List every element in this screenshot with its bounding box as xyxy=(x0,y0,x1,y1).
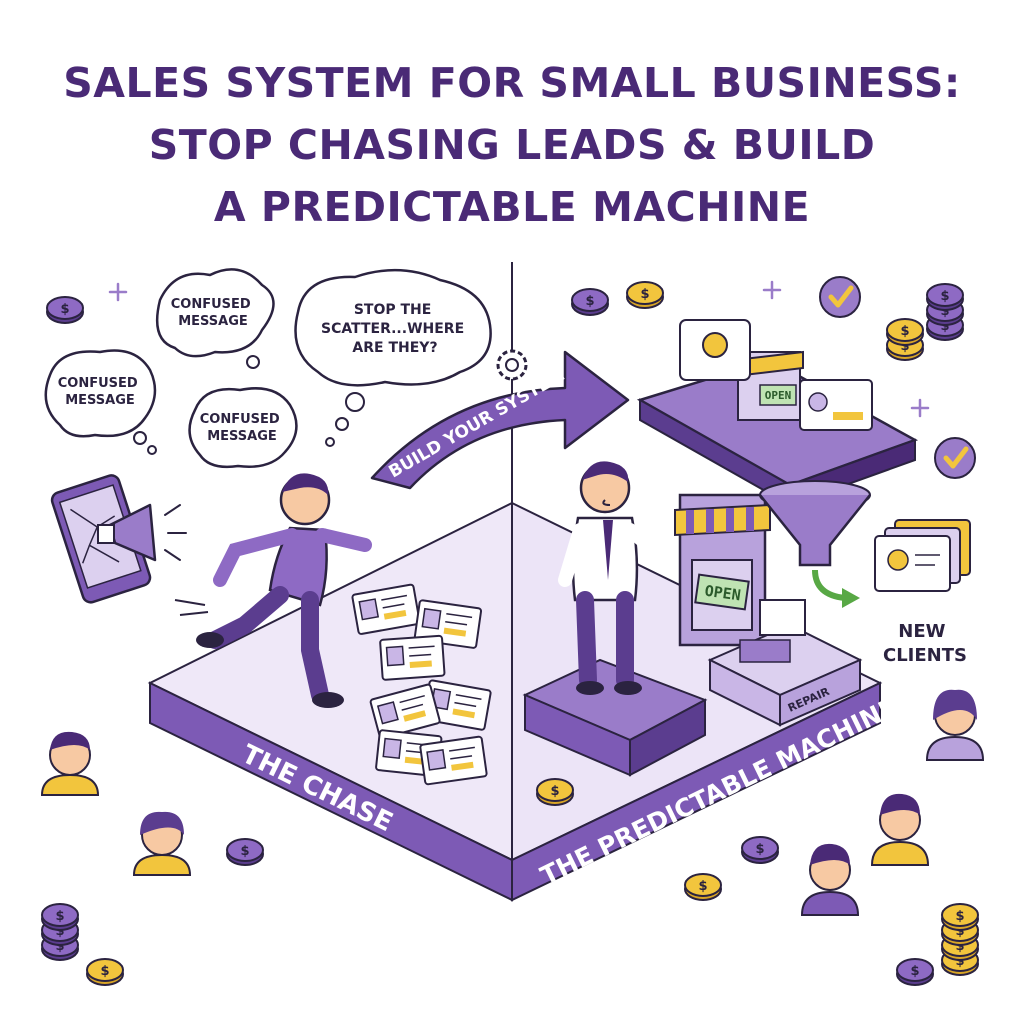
coin-icon xyxy=(46,296,84,324)
lightbulb-icon xyxy=(702,332,728,358)
avatar xyxy=(925,689,985,761)
plus-icon xyxy=(910,398,930,418)
avatar xyxy=(870,793,930,866)
plus-icon xyxy=(108,282,128,302)
thought-line-1: STOP THE xyxy=(354,302,432,318)
shop-open-sign: OPEN xyxy=(704,582,742,605)
bubble-3-line-2: MESSAGE xyxy=(207,429,277,444)
coin-icon xyxy=(571,288,609,316)
svg-text:STOP THE SCATTER...WHERE: STOP THE SCATTER...WHERE ARE THEY? xyxy=(321,302,469,356)
bubble-1-line-2: MESSAGE xyxy=(178,314,248,329)
check-icon xyxy=(820,277,860,317)
funnel xyxy=(759,480,871,608)
thought-line-3: ARE THEY? xyxy=(352,340,437,356)
coin-icon xyxy=(86,958,124,986)
title-line-3: A PREDICTABLE MACHINE xyxy=(213,183,811,231)
plus-icon xyxy=(762,280,782,300)
storefront: OPEN xyxy=(674,493,771,647)
svg-text:CONFUSED MESSAGE: CONFUSED MESSAGE xyxy=(171,297,255,329)
bubble-1-line-1: CONFUSED xyxy=(171,297,251,312)
thought-line-2: SCATTER...WHERE xyxy=(321,321,464,337)
coin-icon xyxy=(41,903,79,931)
conveyor-open-sign: OPEN xyxy=(765,389,792,402)
megaphone-icon xyxy=(97,503,187,562)
new-clients-label: NEW CLIENTS xyxy=(883,621,967,666)
gear-icon xyxy=(496,349,528,381)
check-icon xyxy=(935,438,975,478)
new-clients-line-2: CLIENTS xyxy=(883,645,967,666)
confused-bubble-3: CONFUSED MESSAGE xyxy=(188,387,298,469)
title-line-2: STOP CHASING LEADS & BUILD xyxy=(148,121,876,169)
confident-man-figure xyxy=(522,461,708,777)
avatar xyxy=(800,843,860,916)
svg-text:CONFUSED MESSAGE: CONFUSED MESSAGE xyxy=(200,412,284,444)
title-line-1: SALES SYSTEM FOR SMALL BUSINESS: xyxy=(63,59,961,107)
page-title: SALES SYSTEM FOR SMALL BUSINESS: STOP CH… xyxy=(0,52,1024,238)
coin-icon xyxy=(626,281,664,309)
thought-bubble: STOP THE SCATTER...WHERE ARE THEY? xyxy=(294,269,492,447)
avatar xyxy=(132,811,192,876)
coin-icon xyxy=(941,903,979,931)
coin-icon xyxy=(684,873,722,901)
confused-bubble-2: CONFUSED MESSAGE xyxy=(44,349,157,455)
coin-icon xyxy=(896,958,934,986)
bubble-2-line-1: CONFUSED xyxy=(58,376,138,391)
coin-icon xyxy=(536,778,574,806)
coin-icon xyxy=(226,838,264,866)
avatar xyxy=(40,731,100,796)
bubble-3-line-1: CONFUSED xyxy=(200,412,280,427)
svg-text:CONFUSED MESSAGE: CONFUSED MESSAGE xyxy=(58,376,142,408)
cash-register: REPAIR xyxy=(707,599,863,727)
bubble-2-line-2: MESSAGE xyxy=(65,393,135,408)
coin-icon xyxy=(926,283,964,311)
coin-icon xyxy=(886,318,924,346)
conveyor-machine: OPEN xyxy=(636,319,919,507)
client-card-stack xyxy=(874,519,971,592)
new-clients-line-1: NEW xyxy=(898,621,945,642)
running-man-figure xyxy=(174,473,372,708)
confused-bubble-1: CONFUSED MESSAGE xyxy=(155,268,275,369)
coin-icon xyxy=(741,836,779,864)
